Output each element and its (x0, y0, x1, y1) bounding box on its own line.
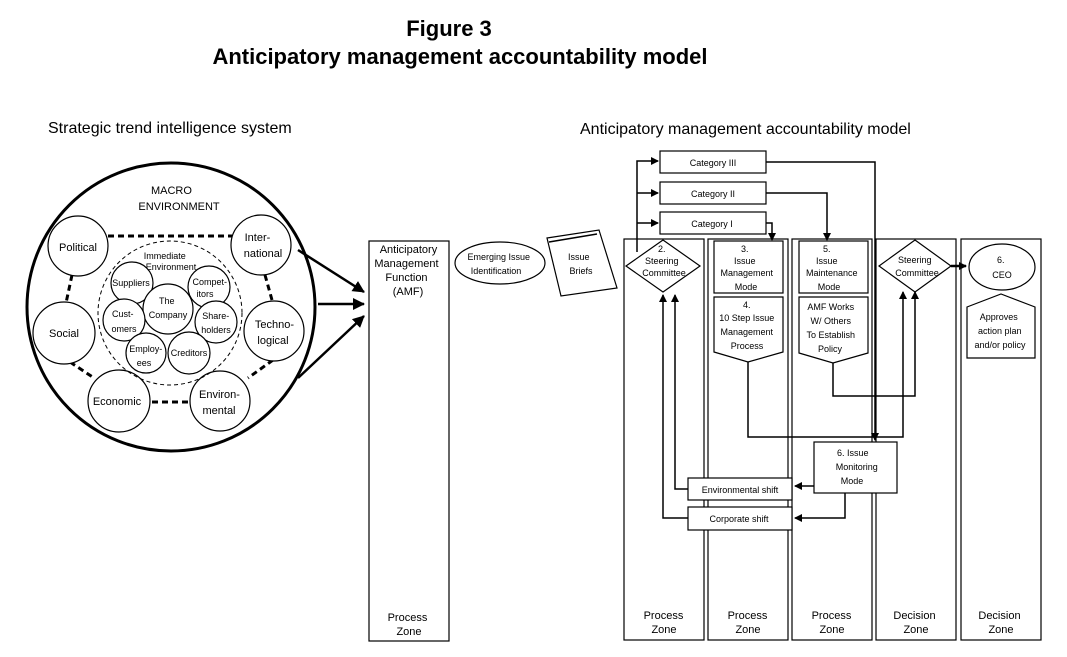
steering-committee-2: Steering Committee (877, 239, 953, 293)
svg-text:Category II: Category II (691, 189, 735, 199)
svg-text:Environmental shift: Environmental shift (702, 485, 779, 495)
issue-management-mode: 3. Issue Management Mode (713, 240, 784, 294)
svg-text:Cust- omers: Cust- omers (111, 309, 137, 334)
node-political: Political (47, 215, 109, 277)
node-company: The Company (142, 283, 194, 335)
category-ii-box: Category II (659, 181, 767, 205)
circle-to-amf-arrows (297, 248, 365, 379)
svg-text:Process Zone: Process Zone (644, 610, 687, 636)
node-employees: Employ- ees (125, 332, 167, 374)
approves-box: Approves action plan and/or policy (966, 293, 1036, 359)
svg-text:Category I: Category I (691, 219, 733, 229)
svg-text:2. Steering Commit: 2. Steering Committee (642, 244, 686, 278)
svg-text:AMF Works W/ Others: AMF Works W/ Others To Establish Policy (806, 302, 857, 354)
svg-text:Process Zone: Process Zone (812, 610, 855, 636)
svg-text:Techno- logical: Techno- logical (255, 319, 297, 347)
zone-1: Process Zone (623, 238, 705, 641)
issue-maintenance-mode: 5. Issue Maintenance Mode (798, 240, 869, 294)
svg-text:Compet- itors: Compet- itors (192, 277, 229, 299)
amf-works-box: AMF Works W/ Others To Establish Policy (798, 296, 869, 364)
svg-text:Environ- mental: Environ- mental (199, 389, 243, 417)
left-heading: Strategic trend intelligence system (48, 120, 292, 137)
flow-connectors (659, 262, 967, 522)
immediate-environment-circle: Immediate Environment (97, 240, 243, 386)
svg-text:Corporate shift: Corporate shift (709, 514, 769, 524)
outer-ring-links (64, 234, 274, 404)
right-heading: Anticipatory management accountability m… (580, 121, 911, 138)
svg-text:Political: Political (59, 242, 97, 254)
issue-monitoring-mode: 6. Issue Monitoring Mode (813, 441, 898, 494)
environmental-shift-box: Environmental shift (687, 477, 793, 501)
amf-label: Anticipatory Management Function (AMF) (374, 244, 441, 298)
node-competitors: Compet- itors (187, 265, 231, 309)
svg-text:Steering Committee: Steering Committee (895, 255, 939, 278)
svg-text:Approves action plan: Approves action plan and/or policy (974, 312, 1026, 350)
amf-zone-label: Process Zone (388, 612, 431, 638)
svg-text:Employ- ees: Employ- ees (129, 344, 165, 368)
corporate-shift-box: Corporate shift (687, 506, 793, 531)
svg-text:Suppliers: Suppliers (112, 278, 150, 288)
svg-text:Emerging Issue Identific: Emerging Issue Identification (467, 252, 532, 276)
svg-text:Share- holders: Share- holders (201, 311, 232, 335)
svg-text:3. Issue Managemen: 3. Issue Management Mode (720, 244, 775, 292)
category-i-box: Category I (659, 211, 767, 235)
svg-text:4. 10 Step Issue M: 4. 10 Step Issue Management Process (719, 300, 777, 351)
node-technological: Techno- logical (243, 300, 305, 362)
svg-text:Issue Briefs: Issue Briefs (568, 252, 593, 276)
node-customers: Cust- omers (102, 298, 146, 342)
figure-title: Figure 3 (406, 16, 492, 41)
svg-text:5. Issue Maintenan: 5. Issue Maintenance Mode (806, 244, 860, 292)
svg-text:The Company: The Company (149, 296, 188, 320)
node-shareholders: Share- holders (194, 300, 238, 344)
node-social: Social (32, 301, 96, 365)
svg-text:Category III: Category III (690, 158, 737, 168)
emerging-issue-ellipse: Emerging Issue Identification (454, 241, 546, 285)
zone-4: Decision Zone (875, 238, 957, 641)
amf-column: Anticipatory Management Function (AMF) P… (368, 240, 450, 642)
svg-text:Social: Social (49, 328, 79, 340)
svg-text:Decision Zone: Decision Zone (893, 610, 938, 636)
category-feed-lines (636, 157, 659, 252)
node-creditors: Creditors (167, 331, 211, 375)
svg-text:Inter- national: Inter- national (244, 232, 283, 260)
issue-briefs-box: Issue Briefs (546, 229, 618, 297)
svg-text:6. Issue Monitoring: 6. Issue Monitoring Mode (836, 448, 881, 486)
node-environmental: Environ- mental (189, 370, 251, 432)
node-international: Inter- national (230, 214, 292, 276)
svg-text:6. CEO: 6. CEO (992, 255, 1012, 280)
svg-text:Creditors: Creditors (171, 348, 208, 358)
svg-text:Process Zone: Process Zone (728, 610, 771, 636)
ceo-node: 6. CEO (968, 243, 1036, 291)
node-economic: Economic (87, 369, 151, 433)
steering-committee-1: 2. Steering Committee (624, 239, 702, 293)
figure-subtitle: Anticipatory management accountability m… (212, 44, 707, 69)
svg-text:Decision Zone: Decision Zone (978, 610, 1023, 636)
svg-text:Economic: Economic (93, 396, 142, 408)
ten-step-process: 4. 10 Step Issue Management Process (713, 296, 784, 363)
macro-label: MACRO ENVIRONMENT (138, 185, 220, 213)
svg-text:Immediate Environment: Immediate Environment (144, 251, 197, 272)
category-iii-box: Category III (659, 150, 767, 174)
category-connectors (766, 161, 879, 441)
